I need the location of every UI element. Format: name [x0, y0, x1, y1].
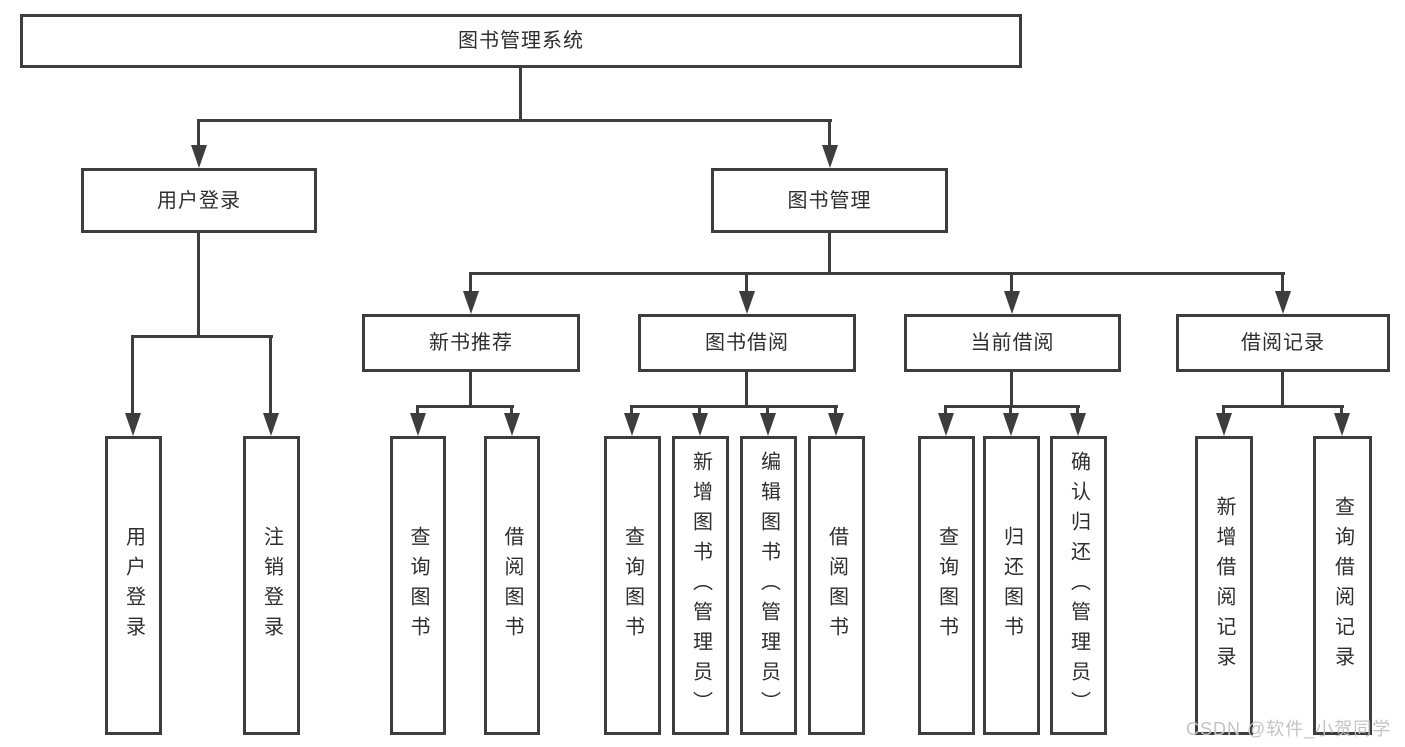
connector-line	[1281, 372, 1284, 408]
leaf-edit-books-admin: 编辑图书（管理员）	[740, 436, 797, 735]
connector-line	[1222, 405, 1344, 408]
connector-line	[944, 405, 1080, 408]
arrowhead	[1334, 413, 1350, 436]
node-book-borrowing: 图书借阅	[638, 314, 856, 372]
arrowhead	[1275, 291, 1291, 314]
connector-line	[1222, 406, 1225, 415]
connector-line	[416, 405, 514, 408]
connector-line	[469, 273, 472, 293]
arrowhead	[938, 413, 954, 436]
arrowhead	[739, 291, 755, 314]
leaf-user-login: 用户登录	[105, 436, 162, 735]
connector-line	[1076, 406, 1079, 415]
connector-line	[197, 233, 200, 338]
leaf-add-books-admin: 新增图书（管理员）	[672, 436, 729, 735]
connector-line	[131, 336, 134, 415]
connector-line	[1340, 406, 1343, 415]
leaf-return-books: 归还图书	[983, 436, 1040, 735]
connector-line	[416, 406, 419, 415]
connector-line	[1010, 273, 1013, 293]
arrowhead	[1003, 413, 1019, 436]
arrowhead	[125, 413, 141, 436]
connector-line	[510, 406, 513, 415]
connector-line	[698, 406, 701, 415]
connector-line	[1010, 372, 1013, 408]
arrowhead	[463, 291, 479, 314]
arrowhead	[1216, 413, 1232, 436]
connector-line	[469, 372, 472, 408]
leaf-query-borrow-record: 查询借阅记录	[1313, 436, 1372, 735]
watermark: CSDN @软件_小贺同学	[1186, 719, 1392, 739]
arrowhead	[828, 413, 844, 436]
connector-line	[745, 273, 748, 293]
leaf-query-books: 查询图书	[604, 436, 661, 735]
node-borrowing-records: 借阅记录	[1176, 314, 1390, 372]
leaf-add-borrow-record: 新增借阅记录	[1195, 436, 1253, 735]
connector-line	[1281, 273, 1284, 293]
connector-line	[197, 119, 832, 122]
connector-line	[944, 406, 947, 415]
arrowhead	[191, 145, 207, 168]
connector-line	[630, 405, 838, 408]
leaf-logout: 注销登录	[243, 436, 300, 735]
connector-line	[834, 406, 837, 415]
arrowhead	[760, 413, 776, 436]
connector-line	[131, 335, 273, 338]
arrowhead	[263, 413, 279, 436]
leaf-confirm-return-admin: 确认归还（管理员）	[1050, 436, 1107, 735]
connector-line	[828, 120, 831, 147]
leaf-borrow-books: 借阅图书	[808, 436, 865, 735]
connector-line	[519, 68, 522, 121]
node-book-management: 图书管理	[711, 168, 948, 233]
node-book-management-system: 图书管理系统	[20, 14, 1022, 68]
connector-line	[766, 406, 769, 415]
connector-line	[269, 336, 272, 415]
arrowhead	[692, 413, 708, 436]
leaf-borrow-books: 借阅图书	[484, 436, 540, 735]
connector-line	[828, 233, 831, 275]
connector-line	[630, 406, 633, 415]
arrowhead	[1070, 413, 1086, 436]
arrowhead	[504, 413, 520, 436]
node-user-login: 用户登录	[81, 168, 317, 233]
leaf-query-books: 查询图书	[918, 436, 975, 735]
leaf-query-books: 查询图书	[390, 436, 446, 735]
arrowhead	[1004, 291, 1020, 314]
node-current-borrowing: 当前借阅	[904, 314, 1121, 372]
arrowhead	[822, 145, 838, 168]
connector-line	[197, 120, 200, 147]
arrowhead	[410, 413, 426, 436]
connector-line	[1009, 406, 1012, 415]
node-new-book-recommend: 新书推荐	[362, 314, 580, 372]
arrowhead	[624, 413, 640, 436]
connector-line	[469, 272, 1285, 275]
connector-line	[745, 372, 748, 408]
